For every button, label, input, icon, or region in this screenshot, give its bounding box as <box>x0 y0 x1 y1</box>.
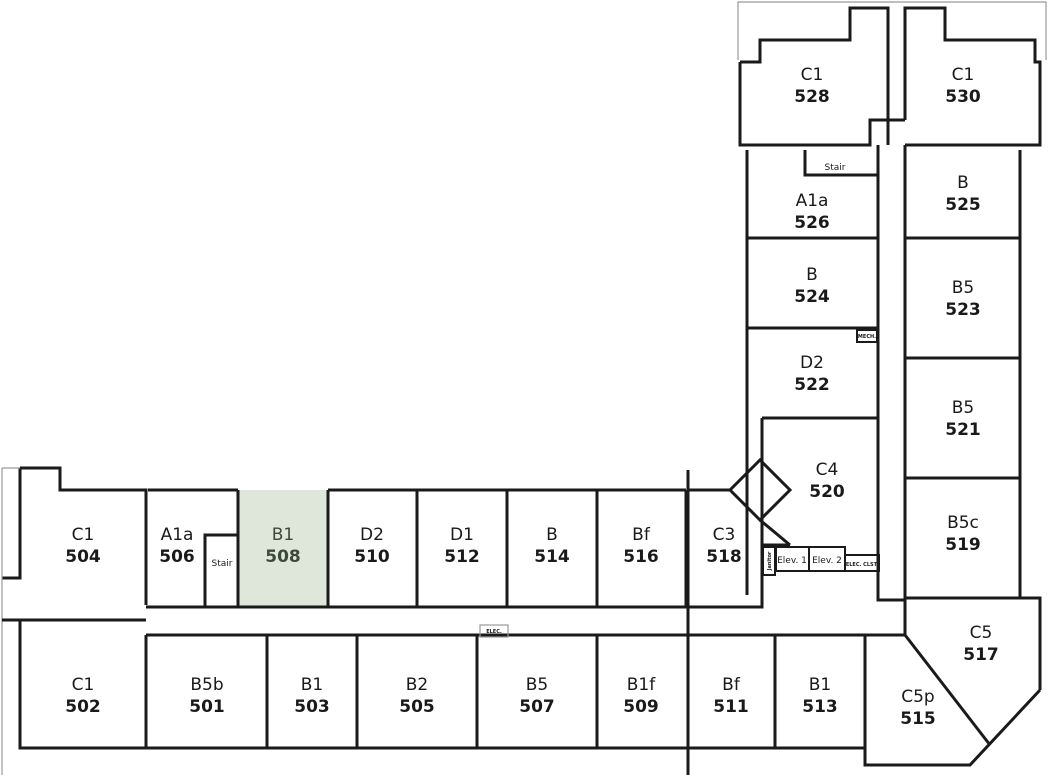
room-type: B5 <box>952 398 974 418</box>
room-number: 521 <box>945 420 981 440</box>
room-type: B <box>546 525 558 545</box>
room-type: B1 <box>272 525 294 545</box>
room-number: 510 <box>354 547 390 567</box>
room-type: C1 <box>801 65 824 85</box>
room-number: 514 <box>534 547 570 567</box>
room-type: B5 <box>952 278 974 298</box>
room-type: C3 <box>713 525 736 545</box>
room-number: 525 <box>945 195 981 215</box>
room-number: 503 <box>294 697 330 717</box>
room-type: B <box>806 265 818 285</box>
room-number: 517 <box>963 645 999 665</box>
elevator-2-label: Elev. 2 <box>812 556 842 566</box>
room-type: C5 <box>970 623 993 643</box>
room-type: B <box>957 173 969 193</box>
room-number: 524 <box>794 287 830 307</box>
room-number: 513 <box>802 697 838 717</box>
room-number: 508 <box>265 547 301 567</box>
room-type: Bf <box>632 525 651 545</box>
mech-label: MECH. <box>858 334 876 340</box>
room-type: B1f <box>627 675 656 695</box>
room-number: 501 <box>189 697 225 717</box>
room-number: 528 <box>794 87 830 107</box>
room-number: 515 <box>900 709 936 729</box>
room-type: A1a <box>161 525 194 545</box>
room-number: 530 <box>945 87 981 107</box>
room-type: Bf <box>722 675 741 695</box>
room-type: B5 <box>526 675 548 695</box>
room-number: 511 <box>713 697 749 717</box>
room-type: B1 <box>301 675 323 695</box>
room-number: 519 <box>945 535 981 555</box>
room-number: 526 <box>794 213 830 233</box>
janitor-label: Janitor <box>767 551 773 571</box>
room-number: 502 <box>65 697 101 717</box>
room-number: 509 <box>623 697 659 717</box>
room-type: B5b <box>190 675 223 695</box>
room-type: C1 <box>952 65 975 85</box>
room-type: D2 <box>360 525 384 545</box>
room-type: A1a <box>796 191 829 211</box>
stair-label-bottom: Stair <box>212 559 233 569</box>
room-type: C1 <box>72 675 95 695</box>
room-dividers <box>2 60 1020 748</box>
room-number: 505 <box>399 697 435 717</box>
utility-rooms: Stair Stair Elev. 1 Elev. 2 ELEC. CLST. … <box>212 163 880 638</box>
room-highlight <box>238 490 328 607</box>
room-number: 522 <box>794 375 830 395</box>
elec-label: ELEC. <box>486 629 502 635</box>
room-number: 512 <box>444 547 480 567</box>
room-number: 520 <box>809 482 845 502</box>
room-number: 516 <box>623 547 659 567</box>
room-type: D2 <box>800 353 824 373</box>
room-type: B2 <box>406 675 428 695</box>
stair-label-top: Stair <box>825 163 846 173</box>
room-number: 507 <box>519 697 555 717</box>
room-number: 518 <box>706 547 742 567</box>
elec-closet-label: ELEC. CLST. <box>846 562 878 568</box>
elevator-1-label: Elev. 1 <box>777 556 807 566</box>
room-number: 506 <box>159 547 195 567</box>
room-type: B1 <box>809 675 831 695</box>
room-type: D1 <box>450 525 474 545</box>
room-type: C4 <box>816 460 839 480</box>
room-type: C5p <box>901 687 934 707</box>
room-number: 504 <box>65 547 101 567</box>
room-type: C1 <box>72 525 95 545</box>
room-number: 523 <box>945 300 981 320</box>
room-type: B5c <box>947 513 979 533</box>
